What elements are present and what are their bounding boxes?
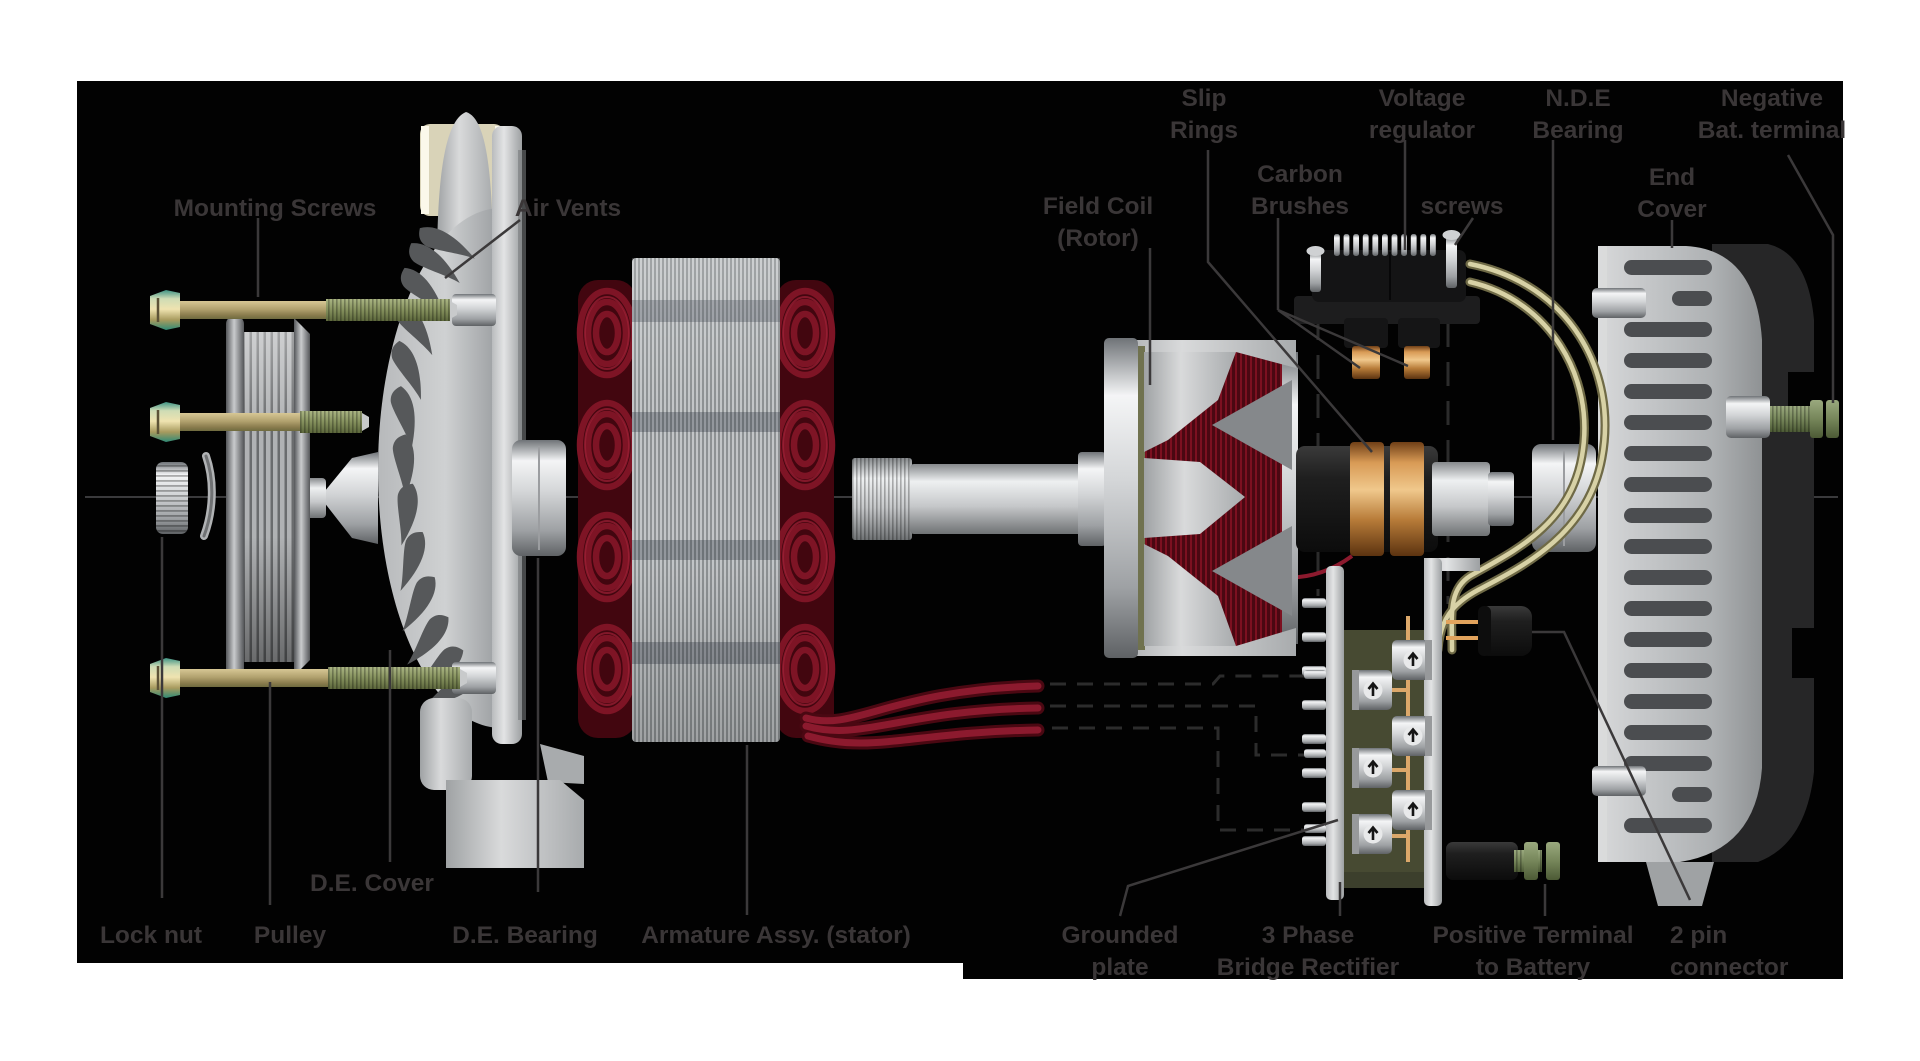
- carbon-brushes: [1344, 318, 1440, 379]
- cover-foot: [446, 780, 584, 868]
- regulator-screw: [1306, 230, 1461, 292]
- end-cover: [1592, 244, 1839, 906]
- rectifier-diode: [1352, 814, 1392, 854]
- mounting-screws: [150, 290, 467, 698]
- label-air-vents: Air Vents: [514, 195, 622, 222]
- slip-rings: [1296, 442, 1514, 556]
- label-de-bearing: D.E. Bearing: [452, 922, 598, 949]
- rectifier-diode: [1392, 640, 1432, 680]
- spring-washer: [200, 452, 216, 540]
- pulley: [226, 316, 310, 678]
- fan-disc: [378, 208, 500, 728]
- grounded-plate: [1326, 566, 1344, 900]
- rectifier-diode: [1352, 748, 1392, 788]
- de-bearing: [512, 440, 566, 556]
- de-cover-fan: [300, 112, 584, 868]
- voltage-regulator-assembly: [1294, 230, 1480, 379]
- mounting-screw: [150, 290, 457, 330]
- cover-face-plate: [492, 126, 522, 744]
- mounting-screw: [150, 402, 369, 442]
- cover-lower-arm: [420, 698, 472, 790]
- label-mounting-screws: Mounting Screws: [173, 195, 377, 222]
- regulator-wires: [1433, 259, 1610, 655]
- rectifier-diode: [1392, 790, 1432, 830]
- rectifier-assembly: [1302, 558, 1480, 906]
- mounting-screw: [150, 658, 467, 698]
- label-armature: Armature Assy. (stator): [641, 922, 911, 949]
- label-de-cover: D.E. Cover: [310, 870, 434, 897]
- label-field-coil: Field Coil(Rotor): [1042, 193, 1154, 252]
- armature-stator: [576, 258, 1045, 750]
- two-pin-connector: [1446, 606, 1532, 656]
- rotor-shaft: [852, 452, 1106, 546]
- rectifier-diode: [1352, 670, 1392, 710]
- leader-lines: [160, 140, 1835, 917]
- field-coil-rotor: [1104, 338, 1354, 658]
- lock-nut: [156, 462, 188, 534]
- stator-output-wires: [799, 679, 1045, 750]
- label-lock-nut: Lock nut: [99, 922, 203, 949]
- air-vents: [390, 227, 479, 706]
- label-screws: screws: [1420, 193, 1504, 220]
- label-pulley: Pulley: [253, 922, 327, 949]
- positive-terminal: [1446, 842, 1560, 880]
- diagram-background-panel-extension: [963, 958, 1843, 979]
- rectifier-diode: [1392, 716, 1432, 756]
